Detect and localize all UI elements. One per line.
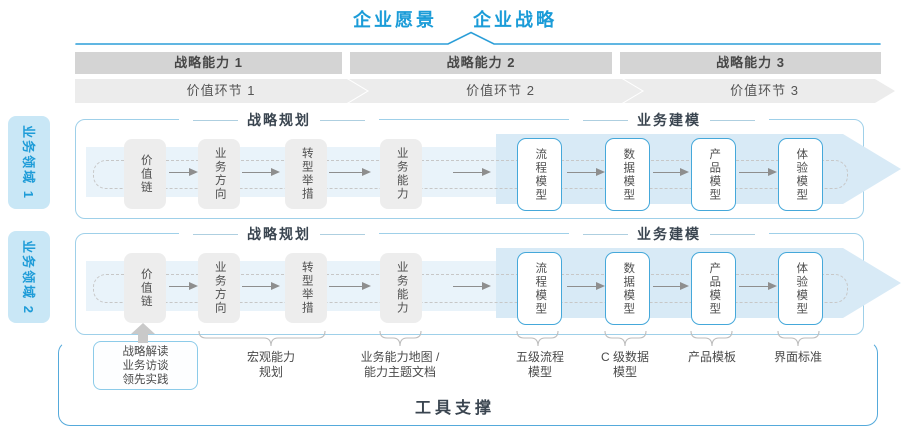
dashed-flow-track xyxy=(93,160,848,189)
planning-section-header: 战略规划 xyxy=(179,111,379,129)
domain-panel-2: 战略规划 业务建模 价值链 业务方向 转型举措 业务能力 流程模型 数据模型 产… xyxy=(75,225,864,335)
flow-arrow-icon xyxy=(567,282,605,290)
flow-arrow-icon xyxy=(653,168,689,176)
flow-arrow-icon xyxy=(453,282,491,290)
annotation-product-template: 产品模板 xyxy=(687,350,736,364)
flow-arrow-icon xyxy=(329,168,371,176)
header-rule-left xyxy=(583,233,628,235)
capability-bar-3: 战略能力 3 xyxy=(620,52,881,74)
capability-bar-2: 战略能力 2 xyxy=(350,52,612,74)
flow-arrow-icon xyxy=(739,282,777,290)
box-data-model: 数据模型 xyxy=(605,138,650,211)
flow-arrow-icon xyxy=(653,282,689,290)
header-rule-left xyxy=(583,119,628,121)
annotation-ui-standard: 界面标准 xyxy=(773,350,822,364)
flow-arrow-icon xyxy=(242,282,280,290)
modeling-section-header: 业务建模 xyxy=(569,111,769,129)
domain-tab-2: 业务领域 2 xyxy=(8,231,50,323)
box-process-model: 流程模型 xyxy=(517,252,562,325)
annotation-process-model: 五级流程 模型 xyxy=(515,350,564,379)
box-experience-model: 体验模型 xyxy=(778,138,823,211)
value-link-chevron-1: 价值环节 1 xyxy=(75,79,367,103)
page-title: 企业愿景 企业战略 xyxy=(0,6,910,32)
domain-panel-1: 战略规划 业务建模 价值链 业务方向 转型举措 业务能力 流程模型 数据模型 产… xyxy=(75,111,864,219)
flow-arrow-icon xyxy=(329,282,371,290)
annotation-macro-capability: 宏观能力 规划 xyxy=(246,350,295,379)
annotation-data-model: C 级数据 模型 xyxy=(600,350,649,379)
box-product-model: 产品模型 xyxy=(691,252,736,325)
planning-section-header: 战略规划 xyxy=(179,225,379,243)
header-rule-right xyxy=(320,119,365,121)
flow-arrow-icon xyxy=(567,168,605,176)
planning-header-label: 战略规划 xyxy=(247,112,311,128)
capability-bar-1: 战略能力 1 xyxy=(75,52,342,74)
flow-arrow-icon xyxy=(242,168,280,176)
box-value-chain: 价值链 xyxy=(124,253,166,323)
strategy-inputs-box: 战略解读 业务访谈 领先实践 xyxy=(93,341,198,390)
header-rule-right xyxy=(710,233,755,235)
box-transformation-initiative: 转型举措 xyxy=(285,139,327,209)
dashed-flow-track xyxy=(93,274,848,303)
annotation-capability-map: 业务能力地图 / 能力主题文档 xyxy=(360,350,440,379)
modeling-header-label: 业务建模 xyxy=(637,226,701,242)
domain-tab-1-label: 业务领域 1 xyxy=(20,125,36,200)
box-business-capability: 业务能力 xyxy=(380,253,422,323)
flow-arrow-icon xyxy=(169,168,198,176)
domain-tab-2-label: 业务领域 2 xyxy=(20,239,36,315)
box-business-capability: 业务能力 xyxy=(380,139,422,209)
modeling-section-header: 业务建模 xyxy=(569,225,769,243)
modeling-header-label: 业务建模 xyxy=(637,112,701,128)
domain-tab-1: 业务领域 1 xyxy=(8,116,50,209)
box-business-direction: 业务方向 xyxy=(198,139,240,209)
box-process-model: 流程模型 xyxy=(517,138,562,211)
box-product-model: 产品模型 xyxy=(691,138,736,211)
header-rule-left xyxy=(193,119,238,121)
box-value-chain: 价值链 xyxy=(124,139,166,209)
flow-arrow-icon xyxy=(453,168,491,176)
flow-arrow-icon xyxy=(739,168,777,176)
box-transformation-initiative: 转型举措 xyxy=(285,253,327,323)
header-rule-left xyxy=(193,233,238,235)
strategy-title: 企业战略 xyxy=(473,10,557,30)
strategy-inputs-label: 战略解读 业务访谈 领先实践 xyxy=(122,345,169,386)
value-link-chevron-2: 价值环节 2 xyxy=(349,79,642,103)
vision-title: 企业愿景 xyxy=(353,10,437,30)
flow-arrow-icon xyxy=(169,282,198,290)
box-business-direction: 业务方向 xyxy=(198,253,240,323)
vision-peak-line xyxy=(75,31,881,45)
header-rule-right xyxy=(320,233,365,235)
box-data-model: 数据模型 xyxy=(605,252,650,325)
value-link-chevron-3: 价值环节 3 xyxy=(624,79,895,103)
tool-support-label: 工具支撑 xyxy=(414,400,495,417)
tool-support-container xyxy=(58,341,878,426)
box-experience-model: 体验模型 xyxy=(778,252,823,325)
planning-header-label: 战略规划 xyxy=(247,226,311,242)
header-rule-right xyxy=(710,119,755,121)
